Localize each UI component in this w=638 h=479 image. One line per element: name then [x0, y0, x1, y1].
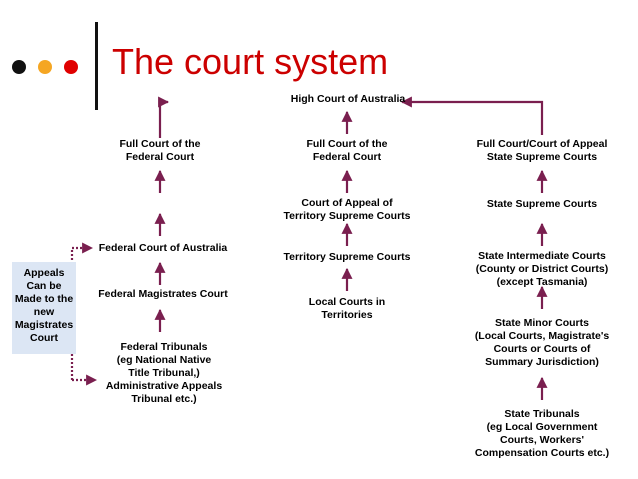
- federal-court-of-australia: Federal Court of Australia: [98, 242, 228, 254]
- black-dot: [12, 60, 26, 74]
- arrow-federal-to-high: [158, 96, 170, 138]
- federal-full-court: Full Court of the Federal Court: [119, 138, 201, 163]
- state-full-court: Full Court/Court of Appeal State Supreme…: [476, 138, 608, 163]
- federal-magistrates-court: Federal Magistrates Court: [98, 288, 228, 300]
- red-dot: [64, 60, 78, 74]
- state-intermediate-courts: State Intermediate Courts (County or Dis…: [475, 250, 609, 288]
- orange-dot: [38, 60, 52, 74]
- federal-tribunals: Federal Tribunals (eg National Native Ti…: [105, 341, 223, 405]
- state-supreme-courts: State Supreme Courts: [486, 198, 598, 210]
- state-tribunals: State Tribunals (eg Local Government Cou…: [474, 408, 610, 459]
- state-minor-courts: State Minor Courts (Local Courts, Magist…: [474, 317, 610, 368]
- territory-local-courts: Local Courts in Territories: [308, 296, 386, 321]
- appeals-note: Appeals Can be Made to the new Magistrat…: [12, 262, 76, 354]
- territory-full-court: Full Court of the Federal Court: [306, 138, 388, 163]
- territory-court-of-appeal: Court of Appeal of Territory Supreme Cou…: [283, 197, 411, 222]
- page-title: The court system: [112, 41, 389, 82]
- arrow-state-to-high: [400, 96, 544, 135]
- high-court: High Court of Australia: [290, 93, 406, 105]
- territory-supreme-courts: Territory Supreme Courts: [283, 251, 411, 263]
- header-divider: [95, 22, 98, 110]
